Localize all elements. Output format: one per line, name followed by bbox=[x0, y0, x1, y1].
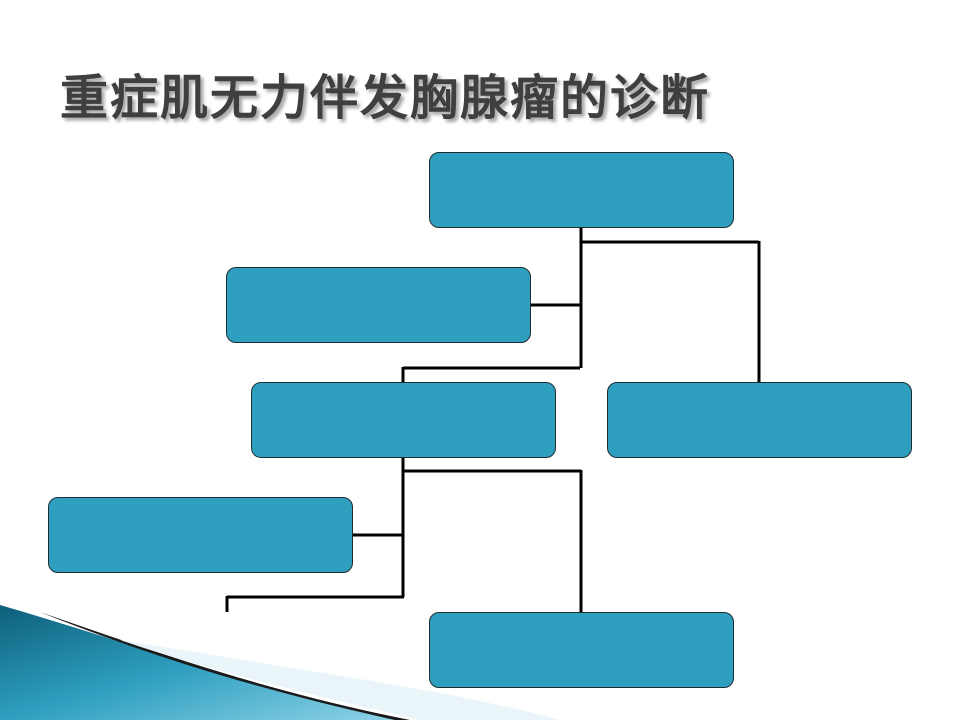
org-node-center bbox=[251, 382, 556, 458]
org-node-right bbox=[607, 382, 912, 458]
org-node-bottom bbox=[429, 612, 734, 688]
org-node-lower-left bbox=[48, 497, 353, 573]
slide-title: 重症肌无力伴发胸腺瘤的诊断 bbox=[60, 70, 711, 126]
org-node-root bbox=[429, 152, 734, 228]
org-node-left-mid bbox=[226, 267, 531, 343]
